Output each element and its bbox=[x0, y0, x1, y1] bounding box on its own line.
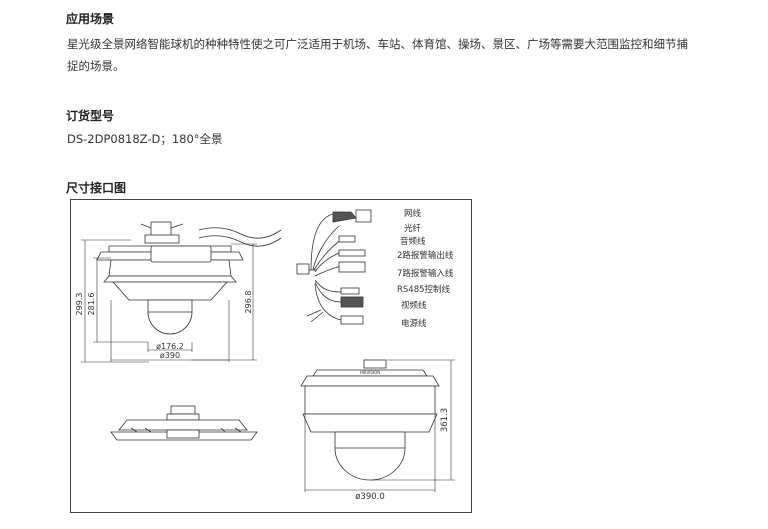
dim-height-right: 296.8 bbox=[244, 291, 253, 314]
cable-label-rs485: RS485控制线 bbox=[397, 284, 451, 295]
cable-label-alarm-out: 2路报警输出线 bbox=[397, 250, 454, 261]
cable-label-alarm-in: 7路报警输入线 bbox=[397, 268, 454, 279]
cable-label-audio: 音频线 bbox=[400, 236, 426, 247]
bottom-view-camera bbox=[110, 405, 258, 441]
dim-inner-diameter: ø176.2 bbox=[156, 342, 184, 351]
section-application-title: 应用场景 bbox=[66, 12, 115, 26]
front-view-camera bbox=[96, 221, 282, 335]
cable-label-power: 电源线 bbox=[401, 318, 427, 329]
dimension-drawing-frame: 299.3 281.6 296.8 ø176.2 ø390 bbox=[70, 199, 472, 513]
dim-outer-diameter: ø390 bbox=[160, 351, 180, 360]
cable-label-fiber: 光纤 bbox=[404, 223, 422, 234]
side-view-brand-mark: HIKVISION bbox=[360, 370, 381, 375]
dim-height-inner: 281.6 bbox=[87, 293, 96, 316]
order-model-number: DS-2DP0818Z-D；180°全景 bbox=[67, 132, 223, 146]
dimension-drawing: 299.3 281.6 296.8 ø176.2 ø390 bbox=[75, 208, 455, 502]
cable-label-network: 网线 bbox=[404, 208, 422, 219]
cable-bundle bbox=[296, 209, 372, 325]
dim-side-height: 361.3 bbox=[440, 408, 450, 432]
side-view-camera bbox=[300, 359, 440, 481]
section-application-text-line1: 星光级全景网络智能球机的种种特性使之可广泛适用于机场、车站、体育馆、操场、景区、… bbox=[67, 37, 688, 51]
front-view-dimensions bbox=[81, 239, 257, 363]
cable-label-video: 视频线 bbox=[401, 300, 427, 311]
dim-height-outer: 299.3 bbox=[75, 293, 84, 316]
side-view-dimensions bbox=[304, 359, 455, 492]
section-dimensions-title: 尺寸接口图 bbox=[66, 181, 127, 195]
section-application-text-line2: 捉的场景。 bbox=[67, 59, 125, 73]
dim-side-diameter: ø390.0 bbox=[355, 492, 385, 502]
section-order-title: 订货型号 bbox=[66, 109, 115, 123]
